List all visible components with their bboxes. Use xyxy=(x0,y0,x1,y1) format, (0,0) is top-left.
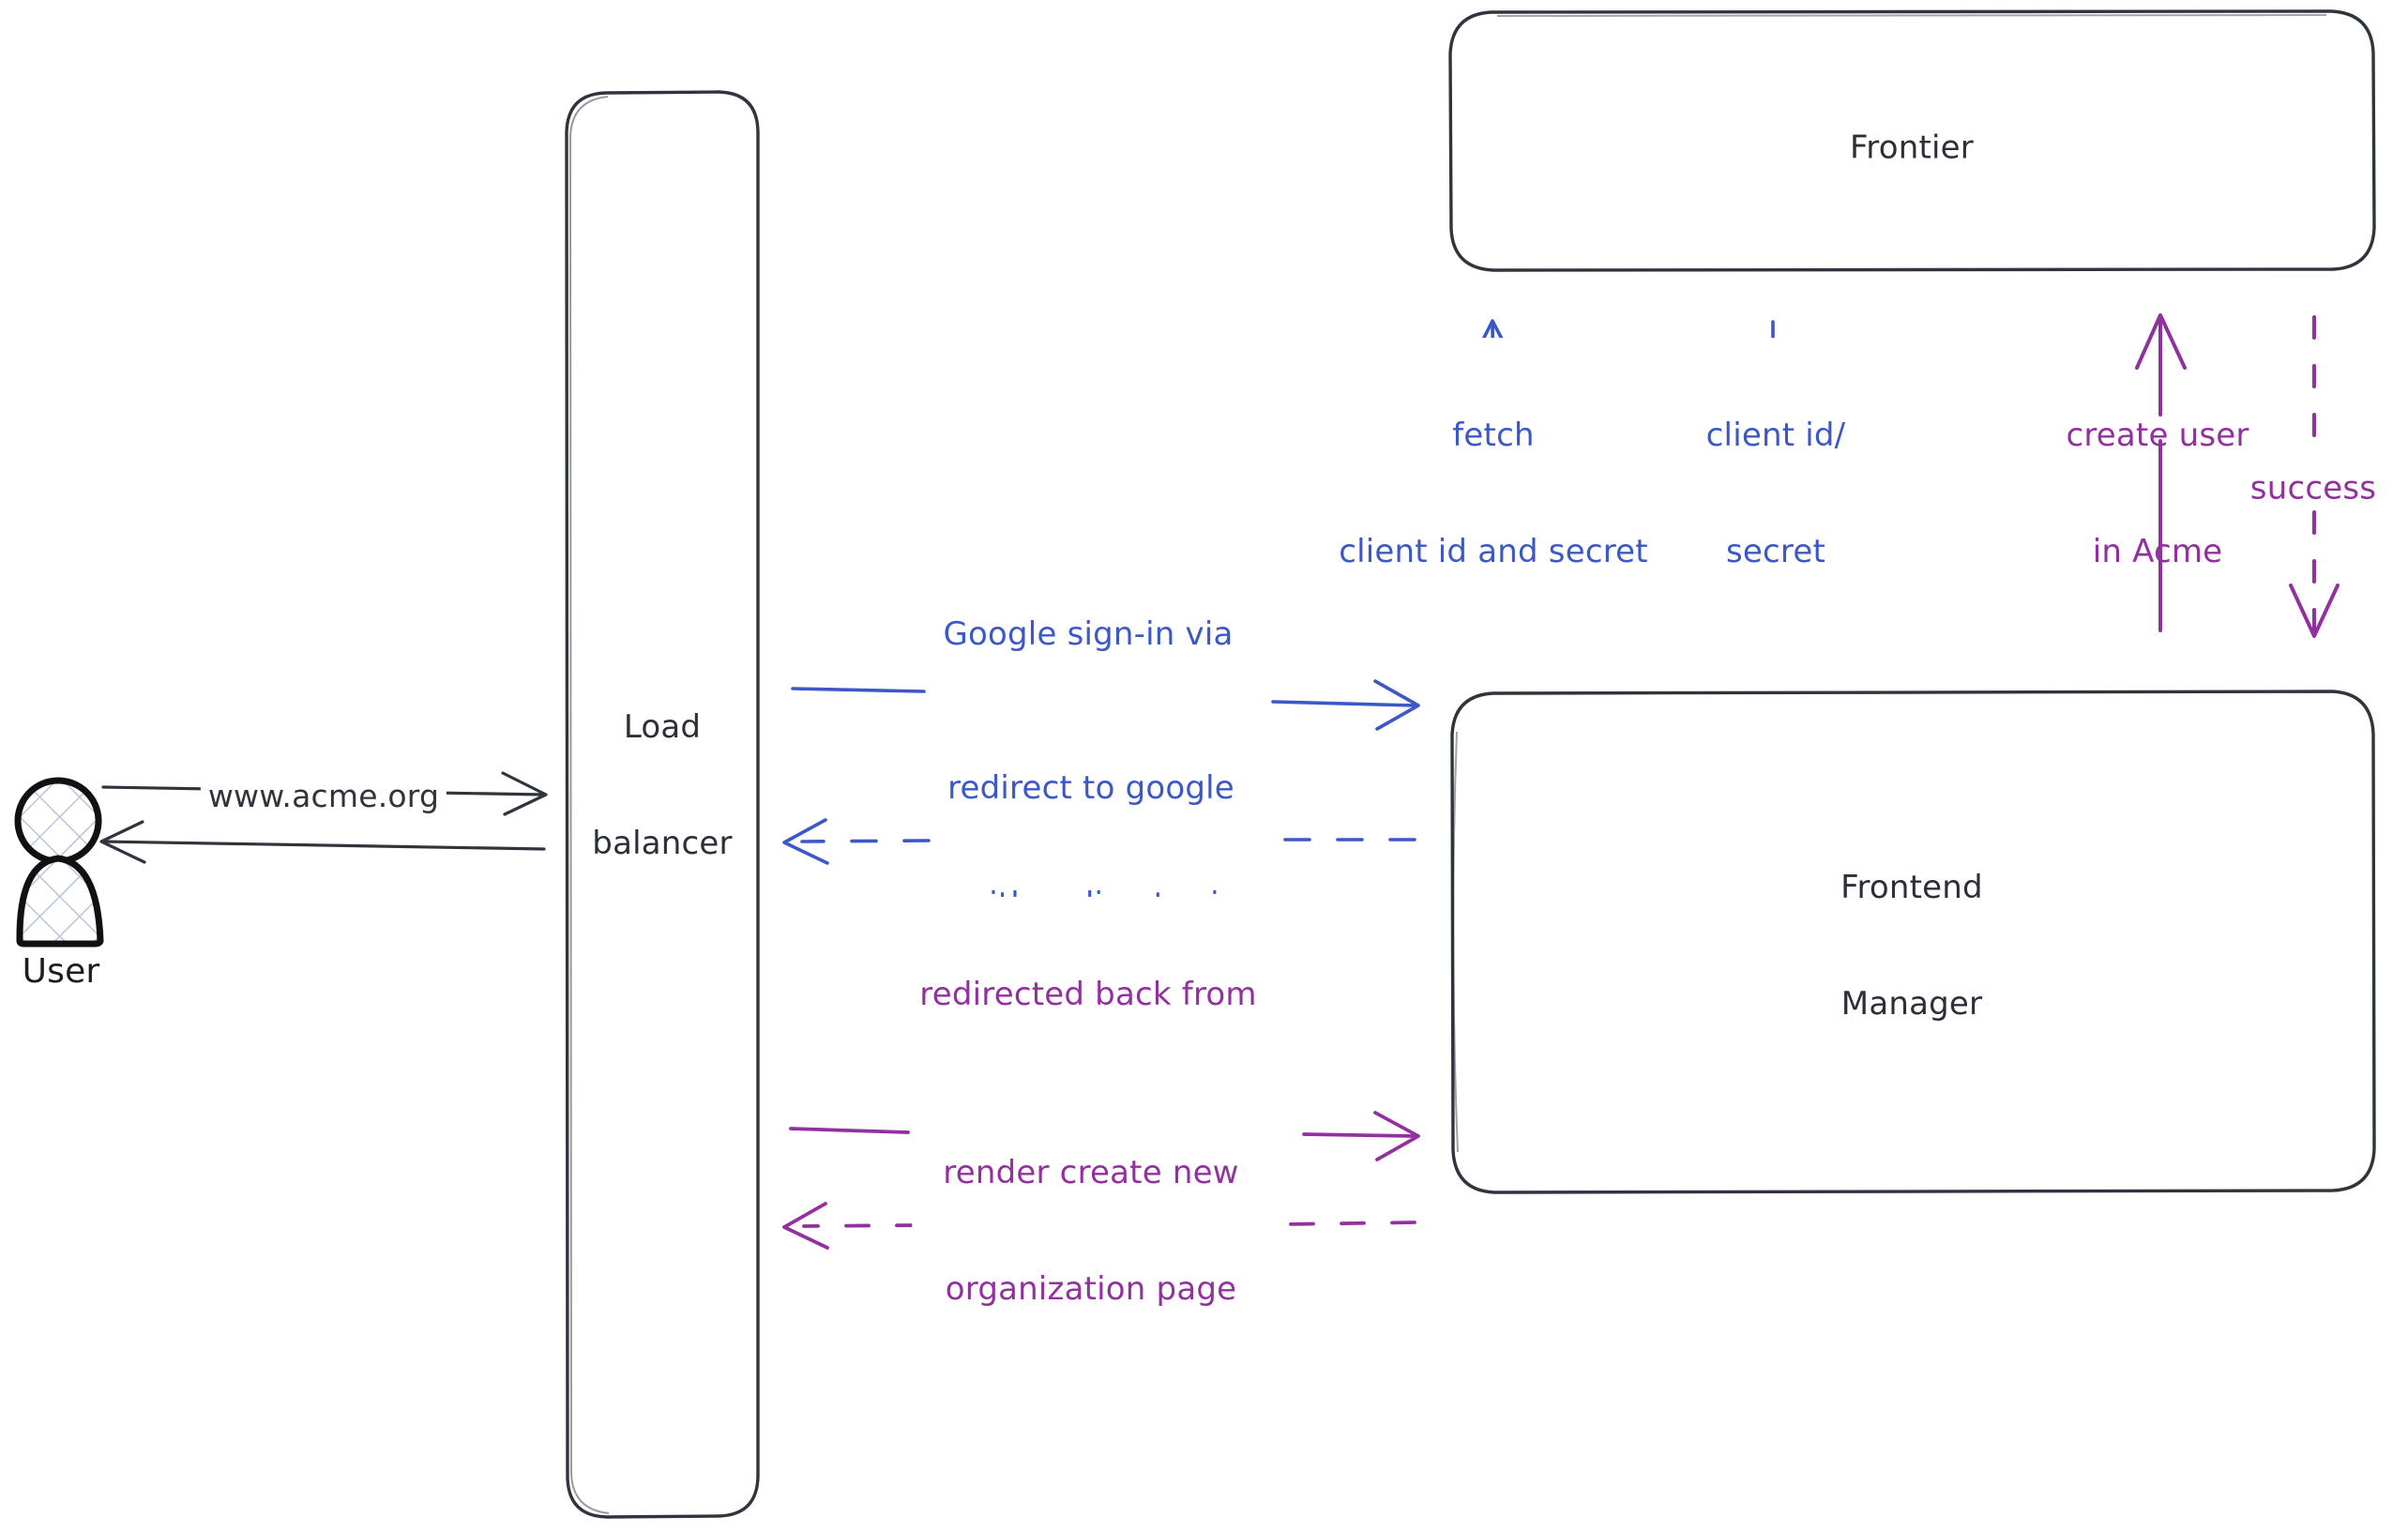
frontend-manager-shape xyxy=(1450,690,2376,1194)
load-balancer-shape xyxy=(565,90,760,1519)
edge-redirected-back-left-line xyxy=(789,1127,910,1134)
edge-lb-to-user[interactable] xyxy=(99,820,546,864)
node-load-balancer[interactable] xyxy=(565,90,760,1519)
edge-redirected-back-right-line xyxy=(1302,1132,1416,1138)
edge-redirect-to-google[interactable] xyxy=(782,818,1416,865)
edge-render-right-line xyxy=(1280,1221,1416,1226)
edge-render-left-line xyxy=(802,1223,921,1228)
load-balancer-sketch-stroke xyxy=(568,96,610,1514)
edge-lb-to-user-arrowhead xyxy=(99,820,146,864)
edge-redirect-arrowhead xyxy=(782,818,829,865)
edge-google-signin-right-line xyxy=(1271,700,1416,707)
edge-client-id-secret[interactable] xyxy=(1747,320,1798,636)
edge-google-signin-arrowhead xyxy=(1373,679,1420,731)
edge-user-to-lb-line xyxy=(101,785,546,796)
user-head xyxy=(14,777,102,865)
frontier-sketch-stroke xyxy=(1496,14,2327,17)
edge-create-user-in-acme[interactable] xyxy=(2135,313,2187,632)
edge-success[interactable] xyxy=(2289,315,2340,638)
edge-user-to-lb-arrowhead xyxy=(501,771,548,816)
edge-fetch-upper-line xyxy=(1491,321,1495,407)
frontier-shape xyxy=(1448,9,2376,272)
edge-create-user-arrowhead xyxy=(2135,313,2187,370)
edge-fetch-client-id-secret[interactable] xyxy=(1467,319,1519,632)
frontend-manager-sketch-stroke xyxy=(1452,731,1459,1153)
edge-user-to-lb[interactable] xyxy=(101,771,548,816)
edge-render-create-new-organization-page[interactable] xyxy=(782,1202,1416,1250)
edge-google-signin-oauth2[interactable] xyxy=(791,679,1420,731)
edge-render-arrowhead xyxy=(782,1202,829,1250)
edge-redirect-left-line xyxy=(800,839,931,843)
edge-google-signin-left-line xyxy=(791,687,926,693)
edge-fetch-lower-line xyxy=(1492,437,1496,632)
actor-user[interactable] xyxy=(14,777,104,948)
edge-redirected-back-from-google[interactable] xyxy=(789,1111,1420,1161)
edge-lb-to-user-line xyxy=(101,840,546,851)
edge-redirected-back-arrowhead xyxy=(1373,1111,1420,1161)
node-frontend-manager[interactable] xyxy=(1450,690,2376,1194)
user-body xyxy=(16,855,104,948)
edge-success-arrowhead xyxy=(2289,584,2340,638)
node-frontier[interactable] xyxy=(1448,9,2376,272)
